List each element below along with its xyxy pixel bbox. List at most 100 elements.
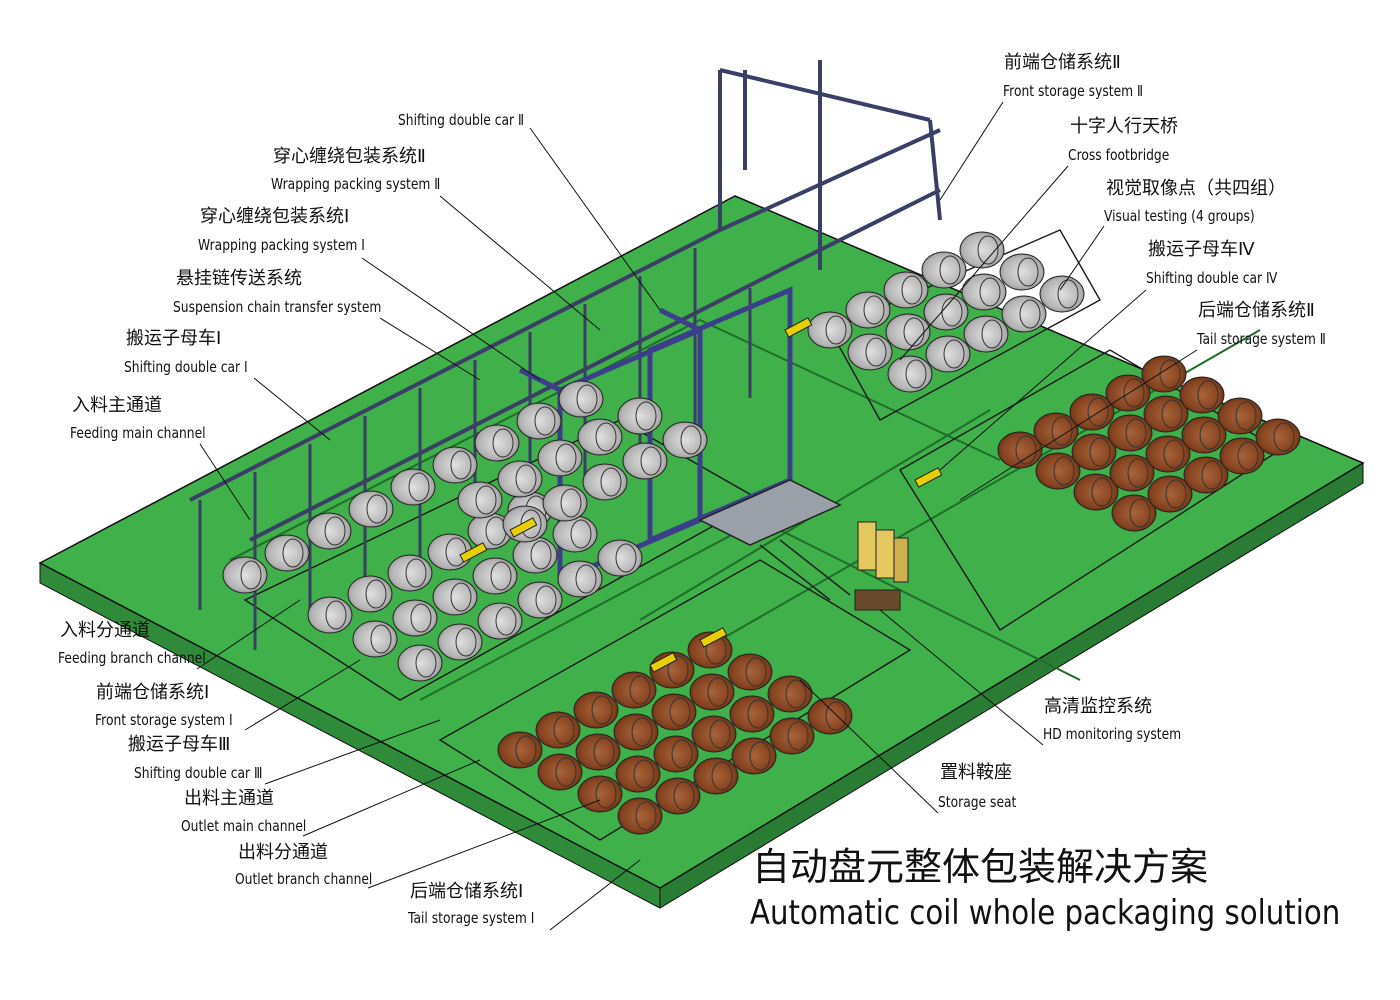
coil-face	[530, 540, 552, 570]
leader-line	[1059, 225, 1105, 291]
coil-face	[282, 538, 304, 568]
label-tail-storage-system-1-en: Tail storage system Ⅰ	[408, 909, 535, 927]
label-tail-storage-system-1-zh: 后端仓储系统Ⅰ	[410, 881, 524, 902]
coil	[617, 397, 663, 435]
coil-face	[1197, 380, 1219, 410]
label-shifting-double-car-1-zh: 搬运子母车Ⅰ	[126, 328, 222, 349]
coil-face	[570, 519, 592, 549]
coil	[651, 693, 697, 731]
coil-face	[490, 561, 512, 591]
coil-face	[560, 488, 582, 518]
control-cabinets	[854, 521, 909, 611]
coil-face	[707, 677, 729, 707]
shifting-car-marker	[649, 652, 678, 673]
coil-storage	[222, 231, 1301, 835]
coil	[477, 602, 523, 640]
coil-face	[555, 757, 577, 787]
coil-face	[1237, 441, 1259, 471]
leader-line	[196, 599, 301, 670]
coil	[622, 442, 668, 480]
coil-face	[593, 737, 615, 767]
coil	[1181, 416, 1227, 454]
coil	[306, 512, 352, 550]
coil-face	[1051, 416, 1073, 446]
coil-face	[455, 627, 477, 657]
coil	[769, 717, 815, 755]
coil-face	[591, 695, 613, 725]
coil-face	[324, 516, 346, 546]
coil	[535, 711, 581, 749]
coil-face	[450, 450, 472, 480]
shifting-car-marker	[509, 517, 538, 538]
coil-face	[981, 319, 1003, 349]
coil-face	[1125, 418, 1147, 448]
coil	[923, 293, 969, 331]
coil	[807, 697, 853, 735]
coil	[925, 335, 971, 373]
coil-face	[1161, 399, 1183, 429]
coil-face	[595, 422, 617, 452]
coil	[1111, 494, 1157, 532]
coil	[1033, 412, 1079, 450]
coil	[390, 468, 436, 506]
diagram-title-en: Automatic coil whole packaging solution	[750, 893, 1341, 933]
coil	[1183, 456, 1229, 494]
label-hd-monitoring-system-zh: 高清监控系统	[1044, 696, 1152, 717]
label-visual-testing-en: Visual testing (4 groups)	[1104, 207, 1255, 225]
coil	[497, 460, 543, 498]
coil	[1001, 295, 1047, 333]
coil	[387, 554, 433, 592]
leader-lines	[196, 101, 1198, 931]
coil-face	[635, 801, 657, 831]
coil	[767, 675, 813, 713]
coil-face	[553, 715, 575, 745]
coil-face	[240, 560, 262, 590]
coil-face	[863, 295, 885, 325]
coil-face	[787, 721, 809, 751]
coil	[517, 581, 563, 619]
coil	[472, 557, 518, 595]
coil-face	[1089, 437, 1111, 467]
leader-line	[361, 257, 541, 381]
coil	[497, 731, 543, 769]
coil-face	[1129, 498, 1151, 528]
coil	[474, 424, 520, 462]
coil	[617, 797, 663, 835]
coil-face	[640, 446, 662, 476]
coil	[1069, 393, 1115, 431]
coil	[691, 715, 737, 753]
label-shifting-double-car-3-en: Shifting double car Ⅲ	[134, 764, 263, 782]
coil	[1145, 435, 1191, 473]
coil-face	[415, 648, 437, 678]
coil	[512, 536, 558, 574]
coil	[883, 271, 929, 309]
coil	[887, 355, 933, 393]
coil-face	[535, 585, 557, 615]
coil	[457, 481, 503, 519]
coil-face	[555, 443, 577, 473]
coil	[432, 446, 478, 484]
coil	[516, 402, 562, 440]
label-front-storage-system-1-en: Front storage system Ⅰ	[95, 711, 233, 729]
coil-face	[667, 655, 689, 685]
coil-face	[370, 624, 392, 654]
leader-line	[379, 317, 481, 381]
coil	[847, 333, 893, 371]
coil	[537, 439, 583, 477]
coil-face	[671, 739, 693, 769]
label-visual-testing-zh: 视觉取像点（共四组）	[1106, 178, 1286, 199]
label-wrapping-packing-system-2-zh: 穿心缠绕包装系统Ⅱ	[273, 146, 426, 167]
coil-face	[1235, 401, 1257, 431]
coil	[653, 735, 699, 773]
leader-line	[939, 101, 1004, 201]
coil-face	[325, 600, 347, 630]
label-feeding-main-channel-en: Feeding main channel	[70, 424, 206, 442]
cross-footbridge-structure	[698, 479, 851, 601]
coil-face	[600, 467, 622, 497]
coil-face	[1199, 420, 1221, 450]
coil	[615, 755, 661, 793]
coil-face	[825, 701, 847, 731]
coil-face	[515, 464, 537, 494]
coil-face	[749, 741, 771, 771]
